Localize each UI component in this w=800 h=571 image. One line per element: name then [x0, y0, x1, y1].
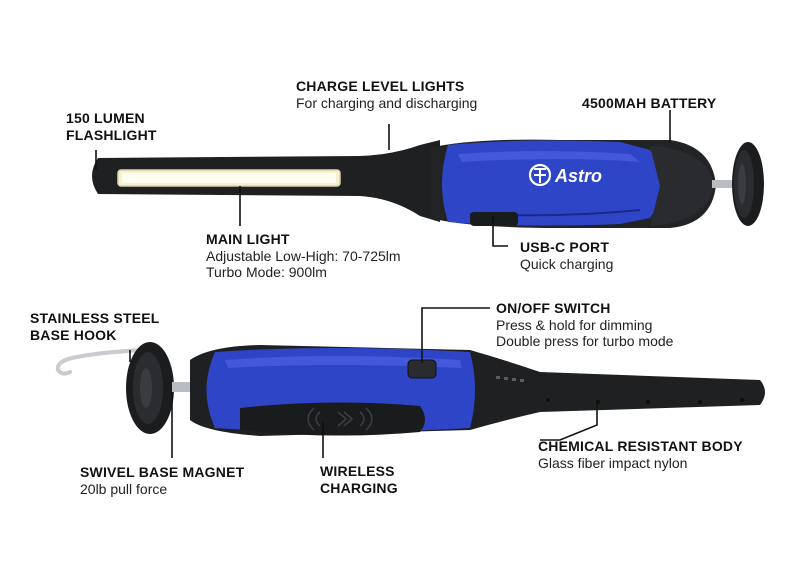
top-work-light: Astro	[92, 139, 764, 228]
callout-body-material-title: CHEMICAL RESISTANT BODY	[538, 438, 743, 454]
wireless-charging-icon	[307, 407, 373, 431]
callout-wireless-title: WIRELESS CHARGING	[320, 463, 398, 496]
callout-battery: 4500MAH BATTERY	[582, 95, 716, 112]
callout-body-material: CHEMICAL RESISTANT BODY Glass fiber impa…	[538, 438, 743, 471]
callout-hook: STAINLESS STEEL BASE HOOK	[30, 310, 160, 343]
callout-flashlight: 150 LUMEN FLASHLIGHT	[66, 110, 157, 143]
callout-usb-c-title: USB-C PORT	[520, 239, 610, 255]
callout-magnet: SWIVEL BASE MAGNET 20lb pull force	[80, 464, 244, 497]
callout-switch-title: ON/OFF SWITCH	[496, 300, 611, 316]
callout-battery-title: 4500MAH BATTERY	[582, 95, 717, 111]
callout-switch: ON/OFF SWITCH Press & hold for dimming D…	[496, 300, 673, 350]
usb-c-port-cover	[470, 212, 518, 226]
callout-body-material-desc: Glass fiber impact nylon	[538, 454, 688, 471]
callout-leader-lines	[95, 110, 671, 458]
callout-charge-level: CHARGE LEVEL LIGHTS For charging and dis…	[296, 78, 477, 111]
callout-charge-level-desc: For charging and discharging	[296, 94, 478, 111]
callout-flashlight-title: 150 LUMEN FLASHLIGHT	[66, 110, 157, 143]
stainless-hook	[55, 348, 147, 376]
callout-charge-level-title: CHARGE LEVEL LIGHTS	[296, 78, 465, 94]
callout-hook-title: STAINLESS STEEL BASE HOOK	[30, 310, 160, 343]
callout-usb-c-desc: Quick charging	[520, 255, 614, 272]
callout-main-light: MAIN LIGHT Adjustable Low-High: 70-725lm…	[206, 231, 401, 281]
top-light-blue-grip	[442, 140, 663, 226]
callout-wireless: WIRELESS CHARGING	[320, 463, 398, 496]
callout-main-light-title: MAIN LIGHT	[206, 231, 290, 247]
callout-usb-c: USB-C PORT Quick charging	[520, 239, 613, 272]
callout-magnet-desc: 20lb pull force	[80, 480, 168, 497]
bottom-work-light	[55, 342, 765, 436]
astro-logo: Astro	[528, 163, 602, 187]
bottom-swivel-pin	[172, 382, 192, 392]
callout-switch-desc: Press & hold for dimming Double press fo…	[496, 316, 674, 350]
callout-magnet-title: SWIVEL BASE MAGNET	[80, 464, 245, 480]
wireless-charging-pad	[240, 402, 425, 436]
top-swivel-pin	[712, 180, 734, 188]
bottom-charge-level-dots	[496, 376, 524, 382]
callout-main-light-desc: Adjustable Low-High: 70-725lm Turbo Mode…	[206, 247, 401, 281]
logo-text: Astro	[554, 166, 602, 186]
